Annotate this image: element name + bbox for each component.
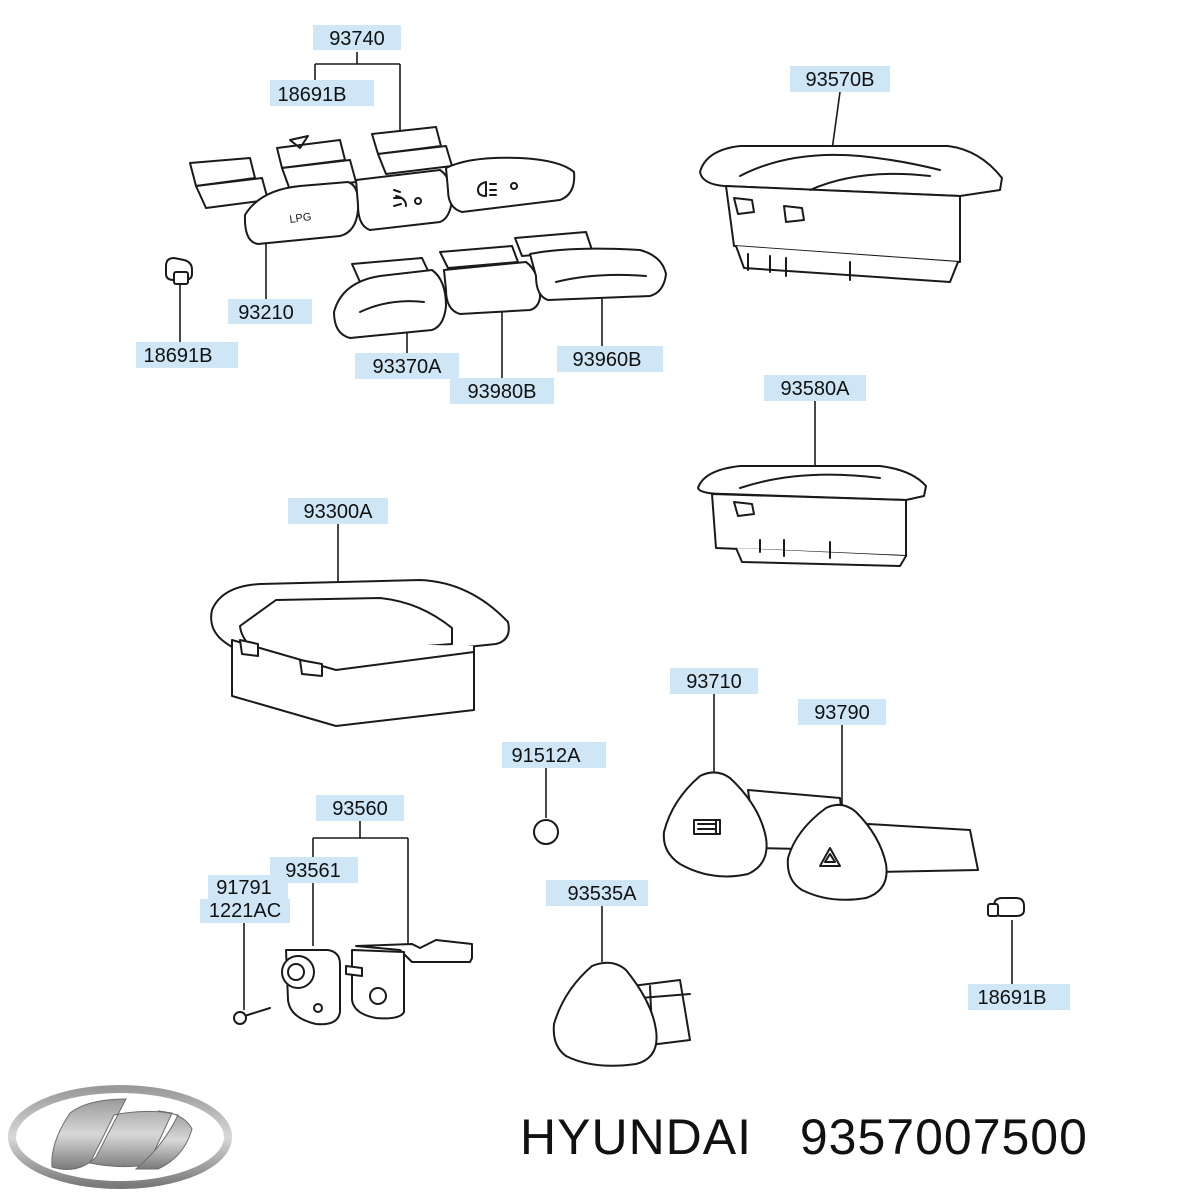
switch-93790[interactable] [786,803,979,901]
cover-93535a[interactable] [552,961,691,1067]
switch-row-lower[interactable] [333,231,667,339]
screw-91791[interactable] [233,1007,271,1025]
part-number: 9357007500 [799,1109,1088,1165]
label-1221ac[interactable]: 1221AC [200,899,290,923]
screw-18691b-left[interactable] [165,257,193,285]
svg-text:93570B: 93570B [806,69,875,91]
svg-text:93210: 93210 [238,302,294,324]
label-93370a[interactable]: 93370A [355,353,459,379]
svg-text:93740: 93740 [329,28,385,50]
switch-93580a[interactable] [697,465,927,567]
switch-row-upper[interactable]: LPG [189,126,576,245]
label-93570b[interactable]: 93570B [790,66,890,92]
label-18691b-top[interactable]: 18691B [270,80,374,106]
bulb-holder-93560[interactable] [345,939,473,1020]
svg-text:1221AC: 1221AC [209,900,281,922]
svg-text:93710: 93710 [686,671,742,693]
svg-text:LPG: LPG [289,211,312,226]
label-18691b-right[interactable]: 18691B [968,984,1070,1010]
rear-defrost-icon [693,819,721,835]
screw-18691b-right[interactable] [987,897,1025,917]
cap-91512a[interactable] [533,819,559,845]
svg-text:93580A: 93580A [781,378,851,400]
rear-fog-icon [477,181,518,197]
label-93710[interactable]: 93710 [670,668,758,694]
label-91512a[interactable]: 91512A [502,742,606,768]
brand-name: HYUNDAI [520,1109,753,1165]
svg-text:18691B: 18691B [278,84,347,106]
svg-text:18691B: 18691B [978,987,1047,1009]
hyundai-logo-icon [8,1085,232,1189]
label-93980b[interactable]: 93980B [450,378,554,404]
svg-text:18691B: 18691B [144,345,213,367]
label-93580a[interactable]: 93580A [764,375,866,401]
switch-93570b[interactable] [699,145,1003,283]
leader-lines [179,52,1013,1010]
label-18691b-left[interactable]: 18691B [136,342,238,368]
svg-text:93370A: 93370A [373,356,443,378]
svg-text:93790: 93790 [814,702,870,724]
svg-text:93560: 93560 [332,798,388,820]
svg-text:93300A: 93300A [304,501,374,523]
svg-text:91512A: 91512A [512,745,582,767]
fog-light-icon [393,189,422,207]
label-93300a[interactable]: 93300A [288,498,388,524]
label-93560[interactable]: 93560 [316,795,404,821]
svg-text:93561: 93561 [285,860,341,882]
footer-caption: HYUNDAI 9357007500 [520,1108,1190,1188]
label-93210[interactable]: 93210 [228,299,312,324]
hazard-triangle-icon [819,847,841,867]
label-91791[interactable]: 91791 [208,875,288,899]
svg-text:93535A: 93535A [568,883,638,905]
label-93535a[interactable]: 93535A [546,880,648,906]
bezel-93300a[interactable] [210,579,510,727]
svg-text:93960B: 93960B [573,349,642,371]
bulb-holder-93561[interactable] [281,949,341,1026]
svg-text:93980B: 93980B [468,381,537,403]
label-93790[interactable]: 93790 [798,699,886,725]
svg-text:91791: 91791 [216,877,272,899]
label-93960b[interactable]: 93960B [557,346,663,372]
label-93740[interactable]: 93740 [313,25,401,50]
